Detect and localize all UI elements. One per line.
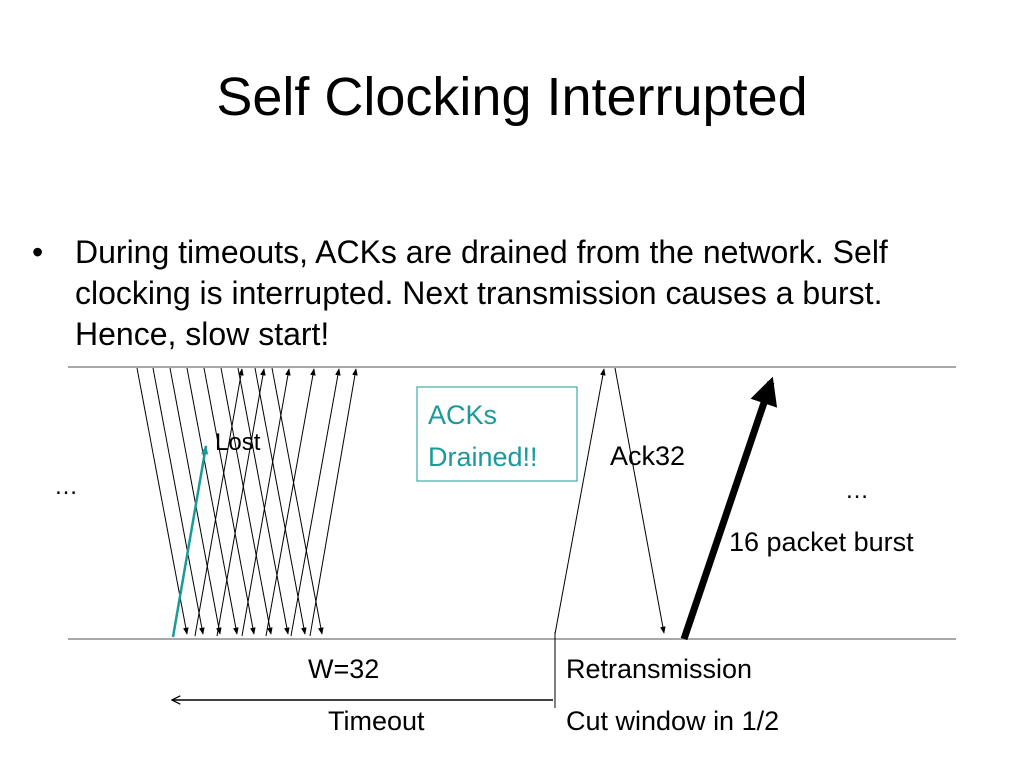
timeout-label: Timeout [328,706,425,736]
bullet-text: During timeouts, ACKs are drained from t… [75,234,888,352]
data-packet-line [254,367,307,635]
data-packet-lines [136,367,324,635]
lost-label: Lost [215,429,261,456]
ellipsis-left: … [54,473,78,500]
data-packet-line [152,367,205,635]
cut-window-label: Cut window in 1/2 [566,706,779,736]
acks-drained-line2: Drained!! [428,442,538,472]
ack-lines [194,368,358,637]
ack-line [309,368,358,637]
bullet-point: • During timeouts, ACKs are drained from… [32,232,932,355]
burst-arrow [680,376,778,641]
slide-title: Self Clocking Interrupted [216,67,808,127]
ack-line [194,368,244,637]
retransmit-up-line [554,368,606,635]
ellipsis-right: … [845,477,869,504]
acks-drained-line1: ACKs [428,400,497,430]
bullet-marker: • [32,234,44,270]
data-packet-line [237,367,290,635]
data-packet-line [271,367,324,635]
window-label: W=32 [308,654,379,684]
data-packet-line [220,367,273,635]
burst-label: 16 packet burst [729,527,914,557]
data-packet-line [203,367,256,635]
ack-line [216,368,266,637]
data-packet-line [169,367,222,635]
data-packet-line [186,367,239,635]
ack-line [265,368,316,637]
retransmission-label: Retransmission [566,654,752,684]
ack32-line [614,367,666,634]
ack-line [241,368,291,637]
ack32-label: Ack32 [610,441,685,471]
data-packet-line [136,367,189,635]
acks-drained-box [416,386,578,482]
lost-packet-arrow [171,445,209,638]
ack-line [290,368,341,637]
